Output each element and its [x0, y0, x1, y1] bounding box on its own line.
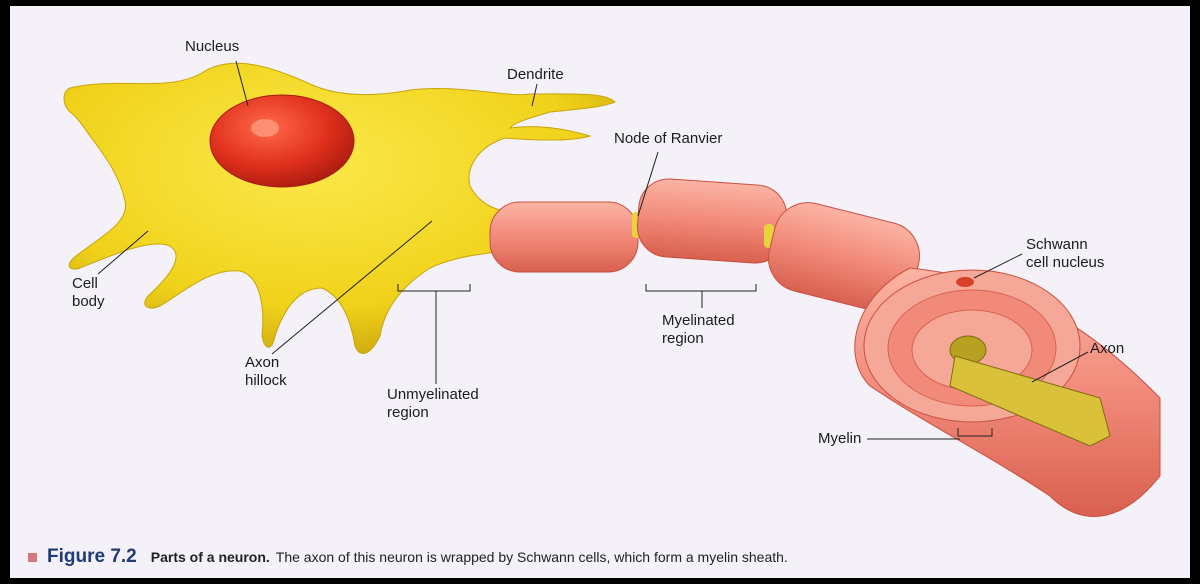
label-cell-body-line1: Cell [72, 275, 105, 293]
label-unmyelinated-line2: region [387, 404, 479, 422]
label-cell-body-line2: body [72, 293, 105, 311]
neuron-diagram [10, 6, 1190, 578]
nucleus [210, 95, 354, 187]
label-myelin: Myelin [818, 430, 861, 448]
label-schwann-line1: Schwann [1026, 236, 1104, 254]
label-myelinated-line1: Myelinated [662, 312, 735, 330]
label-unmyelinated-line1: Unmyelinated [387, 386, 479, 404]
label-schwann-cell-nucleus: Schwann cell nucleus [1026, 236, 1104, 272]
myelin-segment-2 [635, 177, 788, 265]
figure-panel: Nucleus Dendrite Node of Ranvier Cell bo… [10, 6, 1190, 578]
figure-caption: Figure 7.2 Parts of a neuron. The axon o… [28, 546, 788, 568]
label-dendrite: Dendrite [507, 66, 564, 84]
label-nucleus: Nucleus [185, 38, 239, 56]
label-axon: Axon [1090, 340, 1124, 358]
caption-text: The axon of this neuron is wrapped by Sc… [276, 549, 788, 565]
label-axon-hillock-line1: Axon [245, 354, 287, 372]
label-unmyelinated-region: Unmyelinated region [387, 386, 479, 422]
label-axon-hillock: Axon hillock [245, 354, 287, 390]
caption-bullet-icon [28, 553, 37, 562]
label-schwann-line2: cell nucleus [1026, 254, 1104, 272]
caption-figure-number: Figure 7.2 [47, 546, 137, 568]
label-node-of-ranvier: Node of Ranvier [614, 130, 722, 148]
caption-title: Parts of a neuron. [151, 549, 270, 565]
label-axon-hillock-line2: hillock [245, 372, 287, 390]
nucleolus [251, 119, 279, 137]
myelin-segment-1 [490, 202, 638, 272]
label-cell-body: Cell body [72, 275, 105, 311]
label-myelinated-region: Myelinated region [662, 312, 735, 348]
label-myelinated-line2: region [662, 330, 735, 348]
schwann-cell-nucleus [956, 277, 974, 287]
